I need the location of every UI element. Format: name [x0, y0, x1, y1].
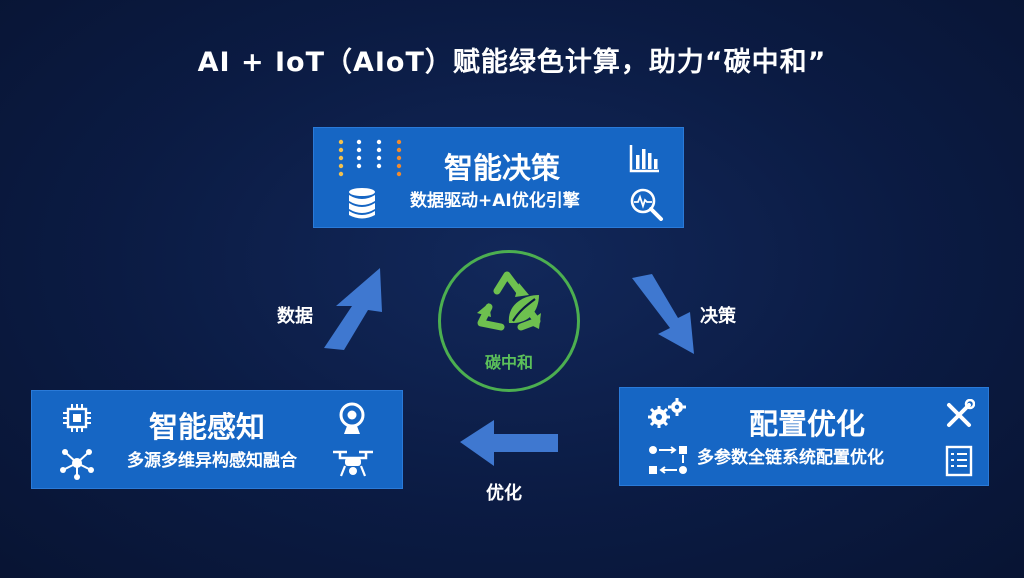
perception-title: 智能感知 — [149, 410, 266, 444]
magnifier-wave-icon — [630, 188, 663, 221]
config-box: 配置优化 多参数全链系统配置优化 — [619, 387, 989, 486]
perception-box: 智能感知 多源多维异构感知融合 — [31, 390, 403, 489]
carbon-neutral-circle: 碳中和 — [438, 250, 580, 392]
edge-label-optimize: 优化 — [486, 483, 522, 504]
checklist-icon — [945, 445, 973, 477]
decision-title: 智能决策 — [444, 151, 561, 185]
edge-label-data: 数据 — [277, 306, 313, 327]
config-title: 配置优化 — [749, 407, 866, 441]
chip-icon — [63, 404, 91, 432]
flow-icon — [649, 446, 687, 474]
tools-icon — [947, 399, 975, 427]
recycle-leaf-icon — [477, 271, 541, 331]
decision-box: 智能决策 数据驱动+AI优化引擎 — [313, 127, 684, 228]
gears-icon — [648, 398, 686, 428]
edge-label-decide: 决策 — [700, 306, 736, 327]
dot-matrix-icon — [338, 139, 402, 177]
arrow-data — [324, 268, 382, 350]
page-title: AI + IoT（AIoT）赋能绿色计算，助力“碳中和” — [197, 47, 827, 78]
arrow-decide — [632, 274, 694, 354]
arrow-optimize — [460, 420, 558, 466]
decision-subtitle: 数据驱动+AI优化引擎 — [410, 191, 580, 211]
carbon-neutral-label: 碳中和 — [484, 353, 533, 372]
perception-subtitle: 多源多维异构感知融合 — [127, 451, 297, 471]
bar-chart-icon — [629, 145, 659, 173]
drone-icon — [333, 450, 373, 477]
database-icon — [349, 188, 375, 219]
config-subtitle: 多参数全链系统配置优化 — [697, 448, 884, 468]
network-icon — [60, 449, 94, 480]
webcam-icon — [339, 402, 365, 434]
